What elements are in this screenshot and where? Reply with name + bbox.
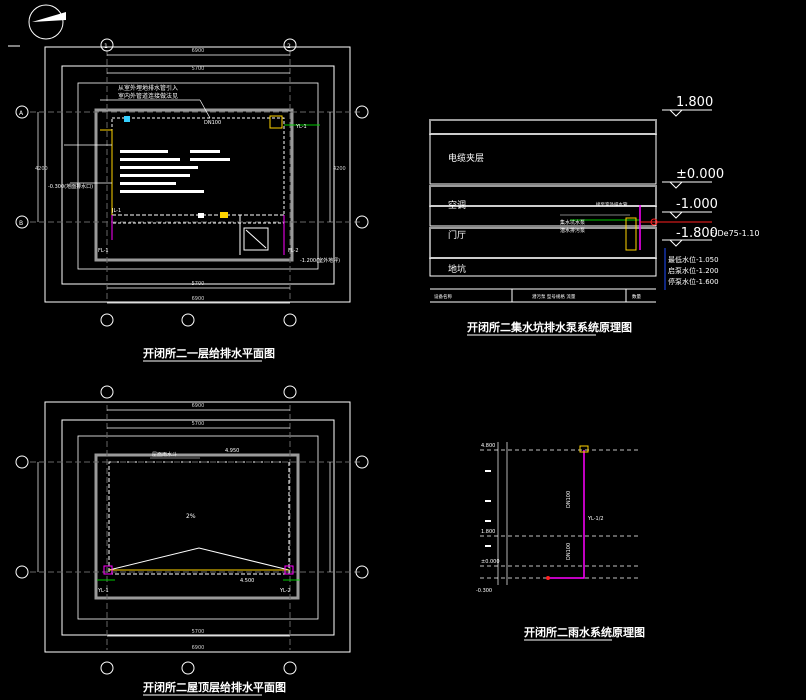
pump-system-section <box>429 109 712 303</box>
plan1-tag-fl1: FL-1 <box>98 248 109 254</box>
plan2-dim-top-inner: 5700 <box>192 421 205 427</box>
plan1-dim-bottom-total: 6900 <box>192 296 205 302</box>
section-table-2: 潜污泵 型号规格 流量 <box>532 293 576 300</box>
north-arrow-icon <box>8 4 66 47</box>
section-level-1000: -1.000 <box>676 197 718 212</box>
rain-system-diagram <box>480 442 640 585</box>
section-level-note-2: 启泵水位-1.200 <box>668 266 719 275</box>
section-level-1800b: -1.800 <box>676 226 718 241</box>
section-note-1: 集水坑水泵 <box>560 219 585 226</box>
plan1-tag-fl2: FL-2 <box>288 248 299 254</box>
plan2-title: 开闭所二屋顶层给排水平面图 <box>143 680 286 694</box>
rain-level-2: 1.800 <box>481 529 495 535</box>
plan1-dim-bottom-inner: 5700 <box>192 281 205 287</box>
plan1-axis-b: B <box>19 220 23 227</box>
plan1-tag-jl1: JL-1 <box>111 208 121 214</box>
rain-title: 开闭所二雨水系统原理图 <box>524 625 645 639</box>
rain-level-1: 4.800 <box>481 443 495 449</box>
plan1-axis-a: A <box>19 110 24 117</box>
plan1-note-1: 从室外埋地排水管引入 <box>118 84 178 92</box>
plan2-note-2: 4.950 <box>225 448 239 454</box>
plan-ground-floor <box>15 38 369 327</box>
section-room-pit: 地坑 <box>448 263 466 275</box>
plan2-note-slope: 2% <box>186 513 196 520</box>
section-room-cable: 电缆夹层 <box>448 152 484 164</box>
section-table-1: 设备名称 <box>434 293 452 300</box>
plan-roof <box>15 385 369 675</box>
plan1-note-level-1: -0.300(地面排水口) <box>48 183 93 190</box>
plan2-dim-bottom-inner: 5700 <box>192 629 205 635</box>
section-room-ac: 空调 <box>448 199 466 211</box>
plan2-tag-yl1: YL-1 <box>97 588 109 594</box>
plan1-tag-yl1: YL-1 <box>295 124 307 130</box>
plan2-dim-bottom-total: 6900 <box>192 645 205 651</box>
plan1-dim-top-total: 6900 <box>192 48 205 54</box>
plan1-axis-1: 1 <box>104 43 108 50</box>
section-level-note-1: 最低水位-1.050 <box>668 255 719 264</box>
plan2-tag-yl2: YL-2 <box>279 588 291 594</box>
plan1-dim-right: 4200 <box>333 166 346 172</box>
section-level-note-3: 停泵水位-1.600 <box>668 277 719 286</box>
plan2-note-1: 屋面雨水斗 <box>152 451 177 458</box>
section-note-2: 潜水排污泵 <box>560 227 585 234</box>
plan2-dim-top-total: 6900 <box>192 403 205 409</box>
rain-tag-dn-2: DN100 <box>566 543 572 560</box>
plan1-note-dn: DN100 <box>204 120 221 126</box>
plan1-note-2: 室内外管道连接做法见 <box>118 92 178 100</box>
rain-tag-dn-1: DN100 <box>566 491 572 508</box>
plan1-dim-top-inner: 5700 <box>192 66 205 72</box>
section-note-3: 接至室外排水管 <box>596 201 628 208</box>
plan1-axis-2: 2 <box>287 43 291 50</box>
section-room-hall: 门厅 <box>448 229 466 241</box>
rain-tag-yl: YL-1/2 <box>587 516 604 522</box>
section-table-3: 数量 <box>632 293 641 300</box>
rain-level-3: ±0.000 <box>481 559 500 565</box>
plan1-title: 开闭所二一层给排水平面图 <box>143 346 275 360</box>
section-level-0: ±0.000 <box>676 167 724 182</box>
rain-level-4: -0.300 <box>476 588 492 594</box>
section-level-1800: 1.800 <box>676 95 713 110</box>
plan1-note-level-2: -1.200(室外地坪) <box>300 257 340 264</box>
plan2-note-3: 4.500 <box>240 578 254 584</box>
section-title: 开闭所二集水坑排水泵系统原理图 <box>467 320 632 334</box>
plan1-dim-left: 4200 <box>35 166 48 172</box>
section-note-pipe: F-De75-1.10 <box>710 229 759 238</box>
